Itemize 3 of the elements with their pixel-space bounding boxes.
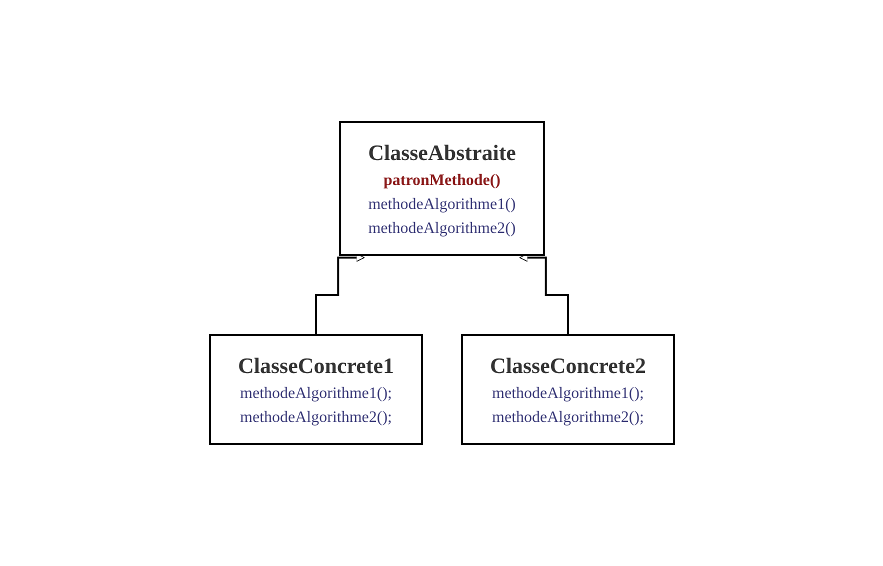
node-box: ClasseAbstraite patronMethode() methodeAlgorithme1() methodeAlgorithme2() [338,121,544,256]
node-box: ClasseConcrete1 methodeAlgorithme1(); methodeAlgorithme2(); [208,334,422,445]
node-box: ClasseConcrete2 methodeAlgorithme1(); methodeAlgorithme2(); [460,334,674,445]
